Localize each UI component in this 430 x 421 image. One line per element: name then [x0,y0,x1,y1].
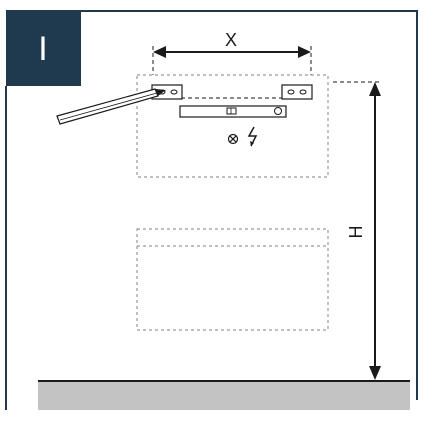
width-label: X [225,30,237,50]
frame-border [6,10,418,400]
arrow-up-icon [369,82,381,96]
spirit-level-icon [179,105,287,118]
arrow-left-icon [153,46,166,58]
step-number: I [38,30,47,68]
arrow-down-icon [369,366,381,380]
floor [38,380,410,410]
right-bracket [281,84,313,100]
upper-unit-outline [136,74,329,178]
step-badge: I [5,11,81,410]
width-dimension: X [152,30,312,75]
electricity-warning-icon [247,126,258,147]
height-dimension: H [333,81,382,380]
no-wiring-icon [227,133,239,145]
height-label: H [346,226,366,239]
arrow-right-icon [298,46,311,58]
lower-unit-outline [136,228,329,331]
pencil-icon [56,88,166,125]
